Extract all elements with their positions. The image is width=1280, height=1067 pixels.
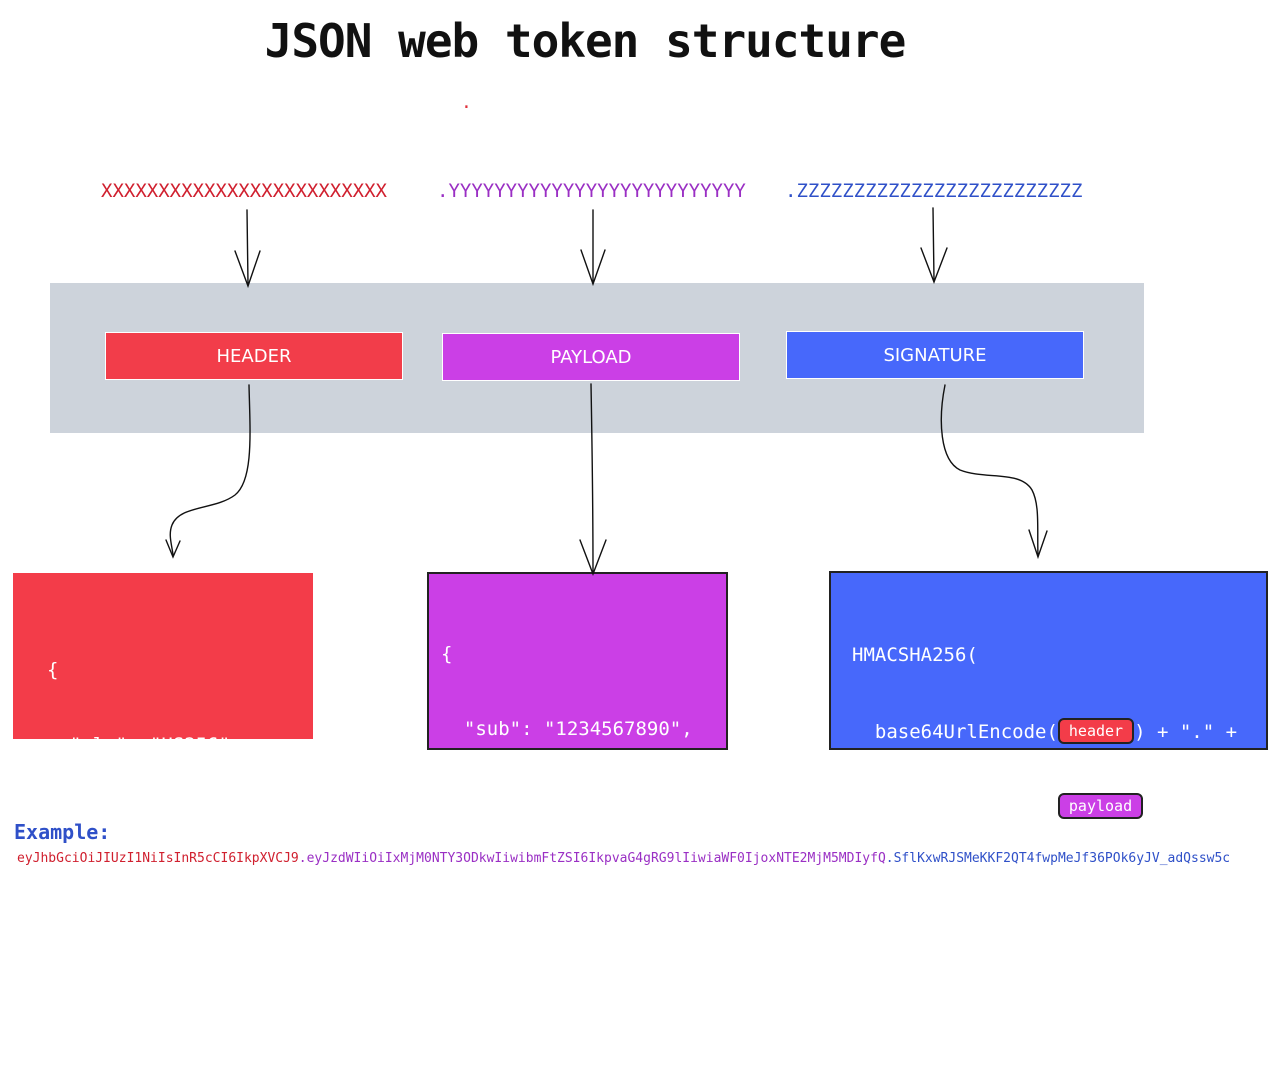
code-line: { — [441, 643, 453, 665]
arrow-header-detail — [165, 384, 251, 559]
token-header-placeholder: XXXXXXXXXXXXXXXXXXXXXXXXX — [101, 180, 387, 202]
page-title: JSON web token structure — [264, 14, 907, 68]
code-text: base64UrlEncode( — [852, 721, 1058, 743]
arrow-signature-detail — [940, 384, 1048, 560]
token-signature-placeholder: .ZZZZZZZZZZZZZZZZZZZZZZZZZ — [785, 180, 1083, 202]
signature-box: SIGNATURE — [786, 331, 1084, 379]
arrow-header-down — [234, 209, 261, 289]
code-line: "iat": 1516239022 — [441, 943, 659, 965]
code-line: { — [47, 659, 59, 681]
header-json-box: { "alg": "HS256", "typ": "JWT" } — [13, 573, 313, 906]
example-payload-segment: .eyJzdWIiOiIxMjM0NTY3ODkwIiwibmFtZSI6Ikp… — [298, 851, 886, 866]
arrow-payload-detail — [579, 383, 607, 576]
arrow-signature-down — [920, 207, 948, 284]
example-token: eyJhbGciOiJIUzI1NiIsInR5cCI6IkpXVCJ9.eyJ… — [17, 851, 1230, 866]
code-line: base64UrlEncode(header) + "." + — [852, 718, 1266, 744]
code-line: "alg": "HS256", — [47, 734, 242, 756]
signature-code-box: HMACSHA256( base64UrlEncode(header) + ".… — [829, 571, 1268, 966]
code-text: base64UrlEncode( — [852, 796, 1058, 818]
code-line: HMACSHA256( — [852, 644, 978, 666]
example-signature-segment: .SflKxwRJSMeKKF2QT4fwpMeJf36POk6yJV_adQs… — [885, 851, 1231, 866]
example-header-segment: eyJhbGciOiJIUzI1NiIsInR5cCI6IkpXVCJ9 — [17, 851, 299, 866]
stray-dot: . — [461, 92, 472, 113]
code-text: ) + "." + — [1134, 721, 1238, 743]
example-label: Example: — [14, 820, 111, 844]
token-payload-placeholder: .YYYYYYYYYYYYYYYYYYYYYYYYYY — [437, 180, 746, 202]
code-line: "typ": "JWT" — [47, 809, 208, 831]
arrows-layer — [165, 207, 1048, 576]
header-box: HEADER — [105, 332, 403, 380]
payload-pill: payload — [1057, 793, 1144, 819]
code-line: base64UrlEncode(payload), — [852, 793, 1266, 819]
payload-box: PAYLOAD — [442, 333, 740, 381]
code-line: "sub": "1234567890", — [441, 718, 693, 740]
code-line: ) — [852, 944, 864, 966]
header-pill: header — [1057, 718, 1135, 744]
code-line: } — [47, 884, 59, 906]
arrow-payload-down — [580, 209, 606, 287]
payload-json-box: { "sub": "1234567890", "name": "John Doe… — [427, 572, 728, 1040]
code-text: ), — [1143, 796, 1167, 818]
code-line: "name": "John Doe", — [441, 793, 682, 815]
code-line: } — [441, 1018, 453, 1040]
